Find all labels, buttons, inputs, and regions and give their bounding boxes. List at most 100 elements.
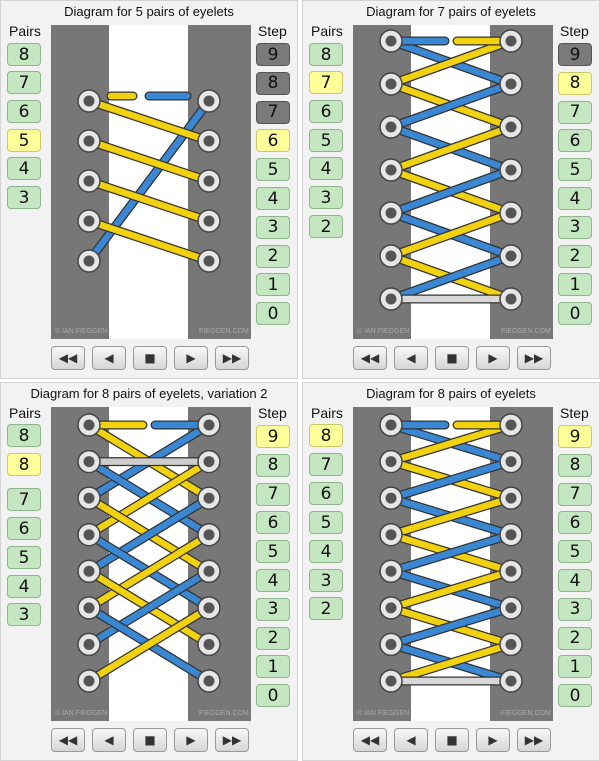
pairs-button-6[interactable]: 6 (7, 100, 41, 123)
pairs-button-5[interactable]: 5 (7, 129, 41, 152)
step-button-1[interactable]: 1 (256, 655, 290, 679)
stop-button[interactable]: ■ (435, 346, 469, 370)
fast-forward-button[interactable]: ▶▶ (215, 346, 249, 370)
fast-forward-button[interactable]: ▶▶ (517, 728, 551, 752)
stop-button[interactable]: ■ (133, 346, 167, 370)
step-button-2[interactable]: 2 (558, 626, 592, 650)
step-button-2[interactable]: 2 (558, 244, 592, 268)
step-button-7[interactable]: 7 (256, 100, 290, 124)
step-button-3[interactable]: 3 (558, 215, 592, 239)
step-button-5[interactable]: 5 (558, 158, 592, 182)
stop-icon: ■ (446, 351, 458, 365)
step-button-2[interactable]: 2 (256, 244, 290, 268)
pairs-button-3[interactable]: 3 (7, 603, 41, 626)
step-button-7[interactable]: 7 (558, 482, 592, 506)
fast-forward-button[interactable]: ▶▶ (215, 728, 249, 752)
step-button-7[interactable]: 7 (558, 100, 592, 124)
pairs-button-4[interactable]: 4 (309, 540, 343, 563)
step-button-4[interactable]: 4 (558, 569, 592, 592)
lace-segment (387, 568, 515, 612)
step-button-8[interactable]: 8 (558, 71, 592, 95)
step-forward-button[interactable]: ▶ (476, 728, 510, 752)
eyelet-hole (203, 175, 215, 187)
step-button-6[interactable]: 6 (558, 511, 592, 535)
pairs-button-7[interactable]: 7 (309, 71, 343, 94)
pairs-button-5[interactable]: 5 (7, 546, 41, 569)
step-button-3[interactable]: 3 (256, 215, 290, 239)
stop-button[interactable]: ■ (133, 728, 167, 752)
step-button-9[interactable]: 9 (558, 43, 592, 66)
pairs-label: Pairs (311, 23, 343, 39)
pairs-button-4[interactable]: 4 (7, 157, 41, 180)
watermark-left: © IAN FIEGGEN (357, 327, 409, 335)
pairs-button-6[interactable]: 6 (7, 517, 41, 540)
step-button-3[interactable]: 3 (558, 597, 592, 621)
step-button-9[interactable]: 9 (558, 425, 592, 448)
step-button-1[interactable]: 1 (558, 655, 592, 679)
stop-button[interactable]: ■ (435, 728, 469, 752)
rewind-button[interactable]: ◀◀ (353, 728, 387, 752)
step-button-7[interactable]: 7 (256, 482, 290, 506)
pairs-button-8[interactable]: 8 (7, 43, 41, 66)
rewind-button[interactable]: ◀◀ (51, 728, 85, 752)
step-button-0[interactable]: 0 (256, 302, 290, 326)
step-back-button[interactable]: ◀ (394, 346, 428, 370)
step-forward-button[interactable]: ▶ (174, 728, 208, 752)
pairs-button-2[interactable]: 2 (309, 215, 343, 238)
watermark-left: © IAN FIEGGEN (55, 327, 107, 335)
step-back-button[interactable]: ◀ (394, 728, 428, 752)
pairs-button-8[interactable]: 8 (309, 424, 343, 447)
step-button-5[interactable]: 5 (256, 540, 290, 564)
step-back-icon: ◀ (406, 733, 416, 747)
lace-segment (387, 123, 515, 174)
pairs-button-3[interactable]: 3 (309, 186, 343, 209)
fast-forward-button[interactable]: ▶▶ (517, 346, 551, 370)
rewind-button[interactable]: ◀◀ (51, 346, 85, 370)
playback-controls: ◀◀◀■▶▶▶ (353, 346, 551, 372)
step-back-button[interactable]: ◀ (92, 728, 126, 752)
step-button-9[interactable]: 9 (256, 43, 290, 66)
pairs-button-5[interactable]: 5 (309, 511, 343, 534)
step-button-0[interactable]: 0 (256, 684, 290, 708)
step-button-4[interactable]: 4 (558, 187, 592, 210)
step-button-0[interactable]: 0 (558, 302, 592, 326)
step-button-5[interactable]: 5 (256, 158, 290, 182)
pairs-button-4[interactable]: 4 (7, 575, 41, 598)
pairs-button-4[interactable]: 4 (309, 157, 343, 180)
pairs-button-6[interactable]: 6 (309, 100, 343, 123)
step-button-8[interactable]: 8 (256, 453, 290, 477)
step-button-1[interactable]: 1 (558, 273, 592, 297)
step-forward-button[interactable]: ▶ (476, 346, 510, 370)
step-button-4[interactable]: 4 (256, 187, 290, 210)
pairs-button-8[interactable]: 8 (7, 424, 41, 447)
pairs-button-5[interactable]: 5 (309, 129, 343, 152)
step-button-6[interactable]: 6 (256, 511, 290, 535)
pairs-button-2[interactable]: 2 (309, 597, 343, 620)
pairs-button-3[interactable]: 3 (309, 569, 343, 592)
pairs-button-6[interactable]: 6 (309, 482, 343, 505)
step-button-6[interactable]: 6 (256, 129, 290, 153)
lace-segment (85, 494, 213, 575)
rewind-icon: ◀◀ (360, 351, 380, 365)
step-button-2[interactable]: 2 (256, 626, 290, 650)
pairs-button-8[interactable]: 8 (309, 43, 343, 66)
step-button-9[interactable]: 9 (256, 425, 290, 448)
step-button-5[interactable]: 5 (558, 540, 592, 564)
step-forward-button[interactable]: ▶ (174, 346, 208, 370)
stop-icon: ■ (144, 733, 156, 747)
pairs-button-7[interactable]: 7 (7, 71, 41, 94)
rewind-button[interactable]: ◀◀ (353, 346, 387, 370)
step-button-3[interactable]: 3 (256, 597, 290, 621)
pairs-button-3[interactable]: 3 (7, 186, 41, 209)
step-button-0[interactable]: 0 (558, 684, 592, 708)
step-back-button[interactable]: ◀ (92, 346, 126, 370)
step-button-8[interactable]: 8 (558, 453, 592, 477)
pairs-button-7[interactable]: 7 (7, 488, 41, 511)
pairs-button-7[interactable]: 7 (309, 453, 343, 476)
pairs-button-8[interactable]: 8 (7, 453, 41, 476)
step-button-8[interactable]: 8 (256, 71, 290, 95)
eyelet-hole (385, 529, 397, 541)
step-button-4[interactable]: 4 (256, 569, 290, 592)
step-button-6[interactable]: 6 (558, 129, 592, 153)
step-button-1[interactable]: 1 (256, 273, 290, 297)
